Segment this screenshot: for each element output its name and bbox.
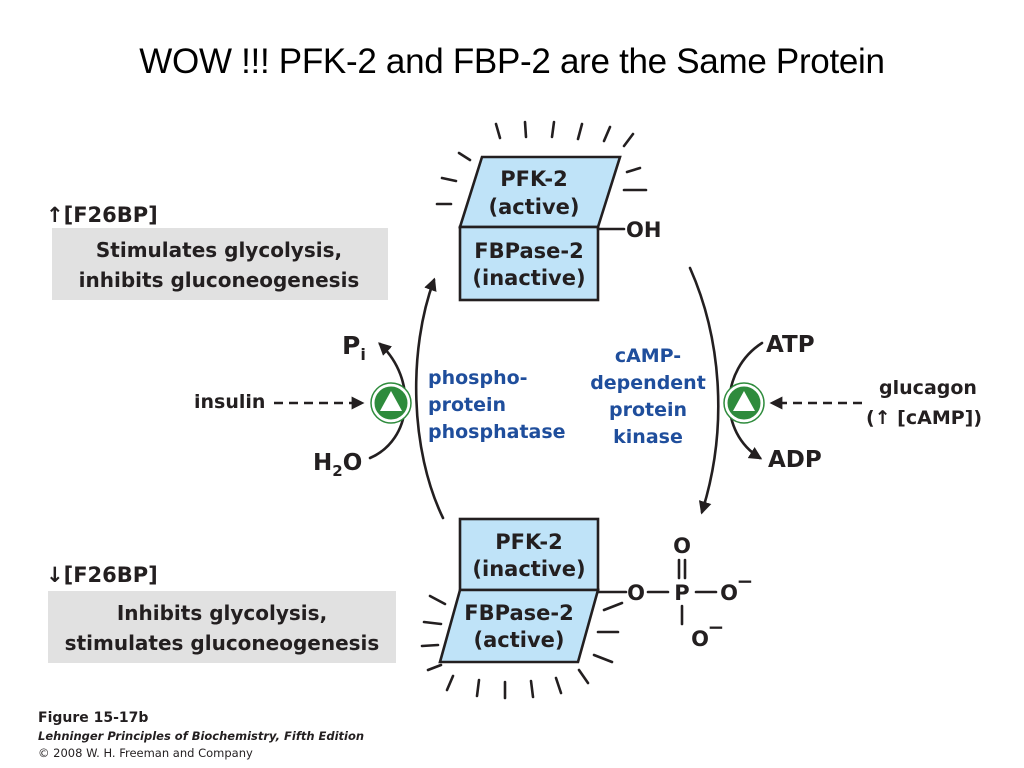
glucagon-camp-label: (↑ [cAMP]) (866, 407, 982, 429)
bottom-fbpase2-status: (active) (474, 628, 565, 652)
top-pfk2-name: PFK-2 (500, 167, 568, 191)
phosphatase-line2: protein (428, 394, 506, 416)
kinase-line1: cAMP- (615, 345, 681, 367)
adp-label: ADP (768, 447, 822, 473)
svg-text:O: O (691, 627, 709, 651)
glucagon-label: glucagon (879, 377, 977, 399)
top-effect-box (52, 228, 388, 300)
pi-label: Pi (342, 331, 366, 364)
phosphatase-line1: phospho- (428, 367, 528, 389)
svg-text:O: O (673, 534, 691, 558)
bottom-effect-line1: Inhibits glycolysis, (117, 601, 327, 625)
bottom-effect-box (48, 591, 396, 663)
top-pfk2-status: (active) (489, 195, 580, 219)
top-fbpase2-box (458, 225, 600, 302)
hydroxyl-group: OH (626, 218, 661, 242)
bottom-fbpase2-box (438, 588, 600, 664)
kinase-line2: dependent (590, 372, 706, 394)
svg-text:−: − (708, 615, 725, 639)
top-glow-rays (435, 120, 648, 206)
kinase-line4: kinase (613, 426, 683, 448)
top-fbpase2-name: FBPase-2 (474, 239, 583, 263)
dephosphorylation-arrow (414, 277, 445, 520)
top-effect-line2: inhibits gluconeogenesis (79, 268, 360, 292)
increase-f26bp-label: ↑[F26BP] (46, 203, 158, 227)
book-title: Lehninger Principles of Biochemistry, Fi… (38, 729, 365, 743)
bottom-glow-rays (420, 594, 624, 700)
svg-text:O: O (627, 581, 645, 605)
bottom-pfk2-name: PFK-2 (495, 530, 563, 554)
phosphatase-line3: phosphatase (428, 421, 566, 443)
decrease-f26bp-label: ↓[F26BP] (46, 563, 158, 587)
figure-caption: Figure 15-17b Lehninger Principles of Bi… (38, 710, 364, 760)
slide-title: WOW !!! PFK-2 and FBP-2 are the Same Pro… (139, 42, 885, 81)
top-fbpase2-status: (inactive) (472, 266, 585, 290)
bottom-pfk2-status: (inactive) (472, 557, 585, 581)
phosphate-group: O O P O − O − (596, 534, 754, 651)
phosphorylation-arrow (688, 266, 720, 515)
top-effect-line1: Stimulates glycolysis, (96, 238, 342, 262)
bottom-effect-line2: stimulates gluconeogenesis (65, 631, 380, 655)
insulin-label: insulin (194, 391, 265, 413)
svg-text:O: O (720, 581, 738, 605)
copyright-line: © 2008 W. H. Freeman and Company (38, 746, 253, 760)
insulin-activation-icon (370, 382, 412, 424)
bottom-fbpase2-name: FBPase-2 (464, 601, 573, 625)
water-label: H2O (313, 450, 362, 480)
kinase-line3: protein (609, 399, 687, 421)
figure-number: Figure 15-17b (38, 710, 149, 726)
atp-label: ATP (766, 332, 815, 358)
svg-text:P: P (674, 581, 689, 605)
svg-text:−: − (737, 569, 754, 593)
glucagon-activation-icon (723, 382, 765, 424)
